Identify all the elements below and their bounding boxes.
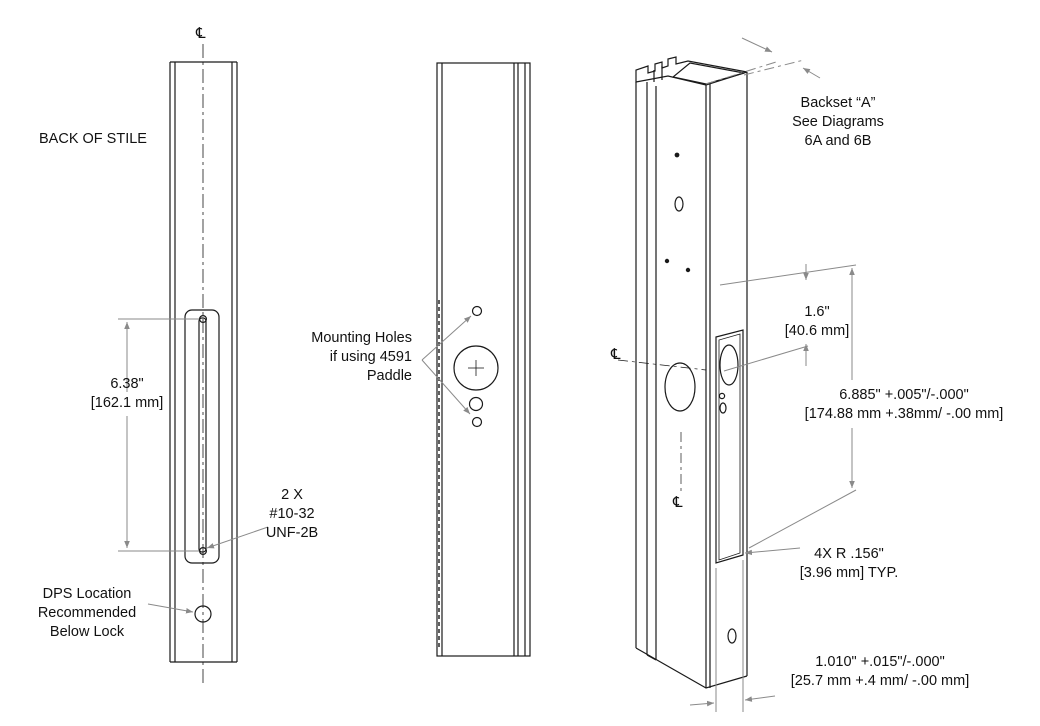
dim-width-metric: [25.7 mm +.4 mm/ -.00 mm] — [790, 673, 970, 689]
lock-cutout-slot — [198, 317, 207, 553]
radius-note-imperial: 4X R .156" — [814, 546, 884, 562]
dim-offset-label: 1.6" [40.6 mm] — [772, 303, 862, 341]
centerline-symbol-iso-left: ℄ — [611, 345, 621, 363]
radius-note-metric: [3.96 mm] TYP. — [799, 565, 899, 581]
iso-view — [617, 56, 748, 689]
mounting-note-line: Mounting Holes — [311, 330, 412, 346]
centerline-symbol-iso-bottom: ℄ — [673, 493, 683, 511]
side-view — [436, 62, 531, 657]
backset-note-line: Backset “A” — [800, 95, 876, 111]
iso-large-hole — [664, 362, 696, 412]
iso-hole-bottom — [727, 628, 737, 644]
dps-note-line: Below Lock — [49, 624, 125, 640]
leader-dps — [147, 603, 194, 614]
centerline-symbol-back: ℄ — [196, 24, 206, 42]
back-of-stile-view — [169, 44, 238, 686]
radius-note: 4X R .156" [3.96 mm] TYP. — [790, 545, 908, 583]
back-of-stile-dims — [118, 318, 269, 614]
iso-hole-top — [674, 196, 684, 212]
dim-width-label: 1.010" +.015"/-.000" [25.7 mm +.4 mm/ -.… — [760, 653, 1000, 691]
screw-note-line: UNF-2B — [265, 525, 319, 541]
iso-centerline-horizontal — [617, 359, 707, 371]
medium-hole — [468, 396, 484, 412]
leader-radius — [744, 547, 801, 556]
dim-length-metric: [174.88 mm +.38mm/ -.00 mm] — [804, 406, 1004, 422]
dps-note: DPS Location Recommended Below Lock — [22, 585, 152, 642]
dps-note-line: DPS Location — [42, 586, 132, 602]
dps-note-line: Recommended — [37, 605, 137, 621]
mounting-note-line: if using 4591 — [329, 349, 412, 365]
iso-top-inner — [671, 62, 745, 85]
mounting-hole-bottom — [471, 416, 483, 428]
backset-arrow-bottom — [802, 67, 821, 79]
mounting-holes-note: Mounting Holes if using 4591 Paddle — [272, 329, 412, 386]
mounting-hole-top — [471, 305, 483, 317]
mounting-note-line: Paddle — [366, 368, 412, 384]
iso-lock-cutout — [715, 329, 744, 564]
dim-height-metric: [162.1 mm] — [90, 395, 164, 411]
side-body — [436, 62, 531, 657]
large-center-hole — [453, 345, 499, 391]
iso-dims — [689, 37, 857, 712]
side-view-leaders — [421, 315, 472, 415]
dim-offset-imperial: 1.6" — [804, 304, 830, 320]
dim-length-label: 6.885" +.005"/-.000" [174.88 mm +.38mm/ … — [780, 386, 1028, 424]
screw-note-line: 2 X — [281, 487, 303, 503]
dim-width-arrow-right — [744, 695, 776, 702]
backset-arrow-top — [741, 37, 773, 53]
screw-note: 2 X #10-32 UNF-2B — [252, 486, 332, 543]
leader-screw — [206, 526, 269, 549]
dim-width-imperial: 1.010" +.015"/-.000" — [815, 654, 945, 670]
dim-height-imperial: 6.38" — [110, 376, 144, 392]
leader-mounting-bottom — [421, 359, 471, 415]
dim-height-label: 6.38" [162.1 mm] — [72, 375, 182, 413]
back-of-stile-title: BACK OF STILE — [39, 131, 147, 147]
dim-length-imperial: 6.885" +.005"/-.000" — [839, 387, 969, 403]
leader-mounting-top — [421, 315, 472, 361]
dim-offset-metric: [40.6 mm] — [784, 323, 850, 339]
screw-note-line: #10-32 — [269, 506, 315, 522]
backset-note-line: See Diagrams — [792, 114, 884, 130]
backset-note-line: 6A and 6B — [804, 133, 872, 149]
iso-bottom — [635, 647, 748, 689]
dim-width-arrow-left — [689, 700, 715, 707]
lock-cutout-outline — [184, 309, 220, 564]
backset-note: Backset “A” See Diagrams 6A and 6B — [782, 94, 894, 151]
